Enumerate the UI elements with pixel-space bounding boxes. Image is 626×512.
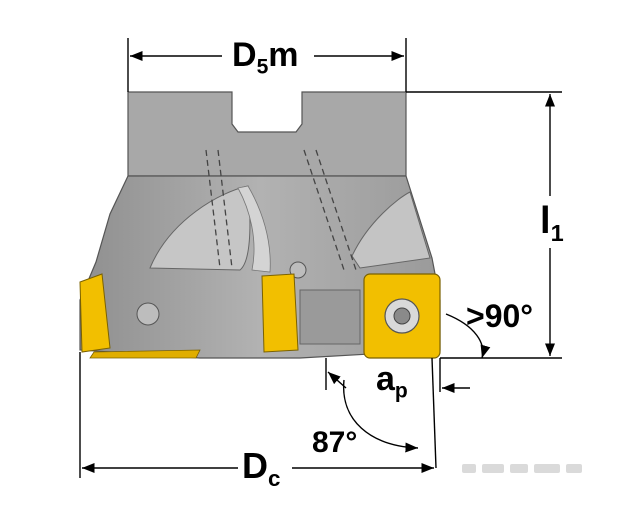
watermark — [462, 458, 590, 478]
label-l1: l1 — [540, 200, 564, 247]
inserts — [79, 273, 441, 359]
coolant-channels — [205, 149, 357, 271]
label-lead-angle: >90° — [466, 298, 534, 334]
insert-seat — [299, 289, 361, 345]
label-insert-angle: 87° — [312, 426, 358, 459]
cutter-body — [79, 91, 441, 359]
label-ap: ap — [376, 360, 408, 403]
dimension-lines — [79, 38, 562, 478]
lead-angle-arc — [445, 313, 491, 359]
shank — [127, 91, 407, 177]
insert-angle-arc — [342, 379, 419, 453]
chip-pocket-right — [351, 191, 431, 269]
insert-screw-socket — [393, 307, 411, 325]
screw-head-left — [136, 302, 160, 326]
chip-pocket-mid — [237, 185, 271, 273]
insert-left-edge — [89, 349, 201, 359]
insert-left — [79, 273, 111, 353]
label-dc: Dc — [242, 445, 281, 491]
label-d5m: D5m — [232, 36, 299, 79]
insert-angle-line — [431, 357, 437, 469]
insert-middle — [261, 273, 299, 353]
